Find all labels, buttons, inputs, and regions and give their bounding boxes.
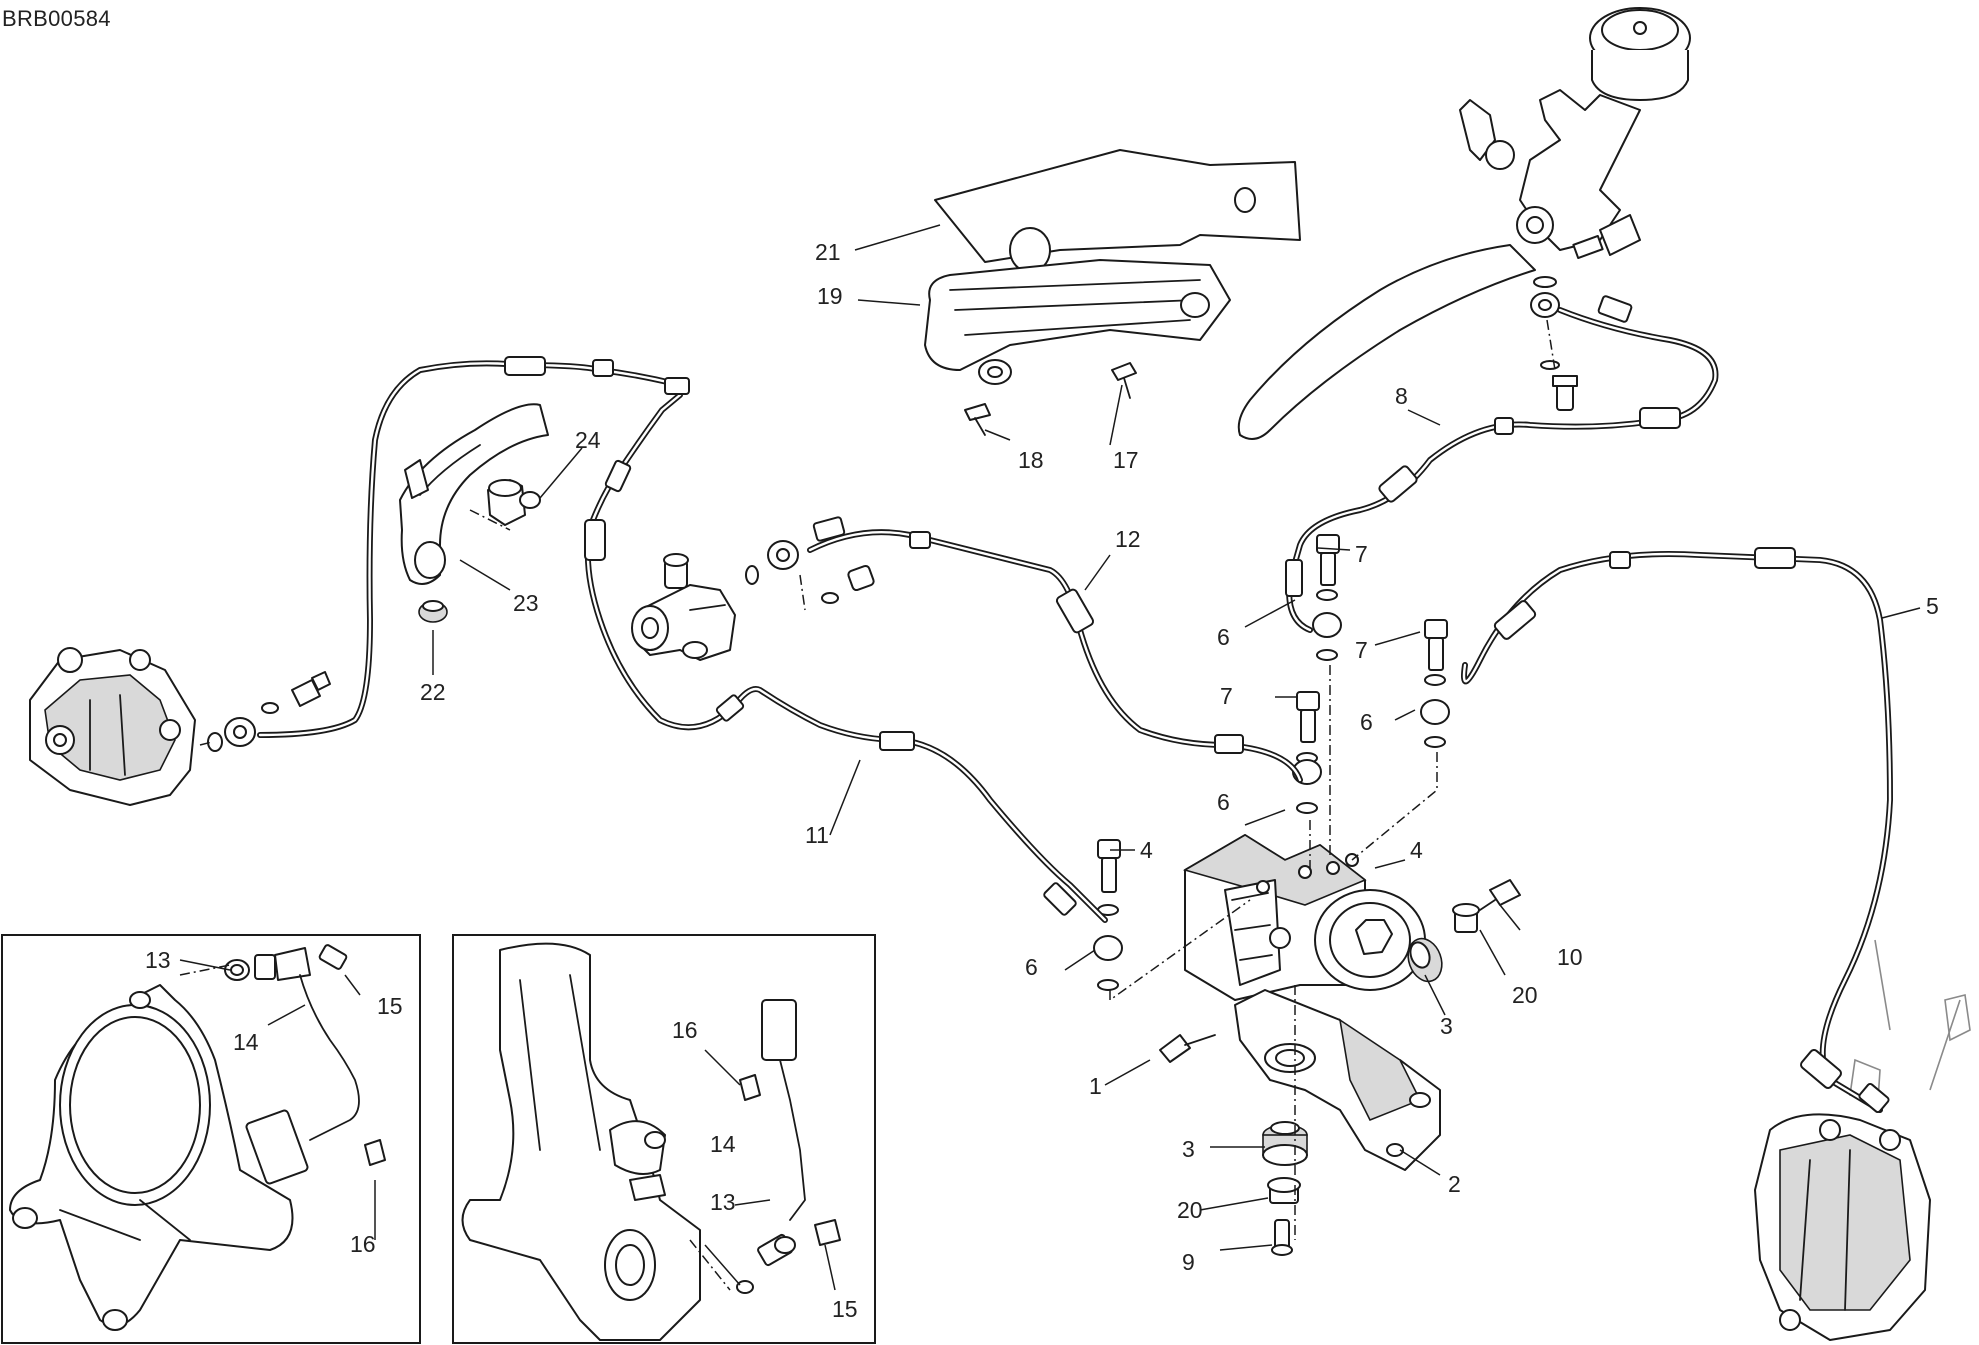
callout-6-top: 6 [1217, 624, 1230, 650]
spacer-lower [1267, 1177, 1301, 1204]
callout-7-right: 7 [1355, 637, 1368, 663]
callout-2: 2 [1448, 1171, 1461, 1197]
rear-brake-caliper [29, 647, 196, 806]
callout-6-right: 6 [1360, 709, 1373, 735]
callout-7-top: 7 [1355, 541, 1368, 567]
rear-brake-master-cylinder [631, 553, 736, 661]
abs-control-unit [1182, 834, 1426, 1001]
callout-3-lower-grommet: 3 [1182, 1136, 1195, 1162]
rubber-grommet-upper [1407, 937, 1443, 983]
brake-hose-5 [1461, 547, 1893, 1114]
callout-12: 12 [1115, 526, 1141, 552]
centerline-rear-caliper [199, 741, 213, 746]
reservoir-cap-clamp [487, 479, 541, 526]
callout-14-front: 14 [710, 1131, 736, 1157]
callout-13-front: 13 [710, 1189, 736, 1215]
callout-8: 8 [1395, 383, 1408, 409]
centerline-reservoir [469, 509, 511, 531]
callout-21: 21 [815, 239, 841, 265]
front-brake-master-cylinder [1237, 7, 1691, 440]
master-cylinder-banjo-set [1530, 276, 1578, 411]
spacer-upper [1452, 903, 1480, 933]
callout-labels: 1 2 3 3 4 4 5 6 6 6 6 7 7 7 8 9 10 11 12… [145, 239, 1939, 1322]
callout-17: 17 [1113, 447, 1139, 473]
brake-hose-11 [584, 392, 1108, 923]
screw-1 [1159, 1034, 1216, 1063]
front-wheel-speed-sensor-assembly [461, 942, 841, 1341]
centerline-right-abs [1351, 752, 1438, 861]
banjo-bolt-top-abs [1312, 534, 1342, 661]
front-caliper-fittings [1849, 939, 1971, 1101]
callout-13-rear: 13 [145, 947, 171, 973]
screw-17 [1111, 362, 1137, 399]
brake-hose-12 [807, 516, 1303, 783]
brake-pipe-guide [924, 259, 1231, 385]
centerline-master [1546, 319, 1556, 371]
callout-5: 5 [1926, 593, 1939, 619]
screw-9 [1271, 1219, 1293, 1256]
callout-4-right-bolt: 4 [1410, 837, 1423, 863]
inset-frame-front-sensor [452, 934, 876, 1344]
centerline-left-abs [1109, 899, 1251, 1002]
callout-16-rear: 16 [350, 1231, 376, 1257]
banjo-bolt-center-abs [1292, 691, 1322, 814]
callout-6-left: 6 [1025, 954, 1038, 980]
screw-18 [964, 403, 991, 436]
centerline-rear-sensor [179, 964, 231, 976]
callout-18: 18 [1018, 447, 1044, 473]
bracket-plate [934, 149, 1301, 273]
rear-wheel-speed-sensor-assembly [9, 944, 386, 1331]
callout-20-lower: 20 [1177, 1197, 1203, 1223]
brake-hose-rear [257, 356, 690, 738]
rear-master-banjo-set [745, 540, 875, 604]
brake-hose-8 [1285, 295, 1719, 633]
document-code: BRB00584 [2, 6, 111, 31]
leader-lines [179, 224, 1921, 1291]
callout-24: 24 [575, 427, 601, 453]
reservoir-grommet [418, 600, 448, 623]
rubber-grommet-lower [1262, 1121, 1308, 1166]
callout-15-front: 15 [832, 1296, 858, 1322]
banjo-bolt-left-abs [1093, 839, 1123, 991]
callout-20-upper: 20 [1512, 982, 1538, 1008]
callout-19: 19 [817, 283, 843, 309]
centerline-rear-master [799, 574, 806, 611]
callout-6-center: 6 [1217, 789, 1230, 815]
front-brake-caliper [1754, 1113, 1931, 1341]
callout-23: 23 [513, 590, 539, 616]
callout-16-front: 16 [672, 1017, 698, 1043]
rear-caliper-banjo-set [207, 671, 331, 752]
rear-reservoir-guard [399, 403, 549, 585]
callout-11: 11 [805, 822, 829, 848]
callout-14-rear: 14 [233, 1029, 259, 1055]
callout-15-rear: 15 [377, 993, 403, 1019]
callout-3-upper-grommet: 3 [1440, 1013, 1453, 1039]
banjo-bolt-right-abs [1420, 619, 1450, 748]
callout-1: 1 [1089, 1073, 1102, 1099]
abs-mounting-bracket [1234, 989, 1441, 1171]
callout-4-left-bolt: 4 [1140, 837, 1153, 863]
callout-9: 9 [1182, 1249, 1195, 1275]
callout-10: 10 [1557, 944, 1583, 970]
callout-22: 22 [420, 679, 446, 705]
inset-frame-rear-sensor [1, 934, 421, 1344]
callout-7-center: 7 [1220, 683, 1233, 709]
